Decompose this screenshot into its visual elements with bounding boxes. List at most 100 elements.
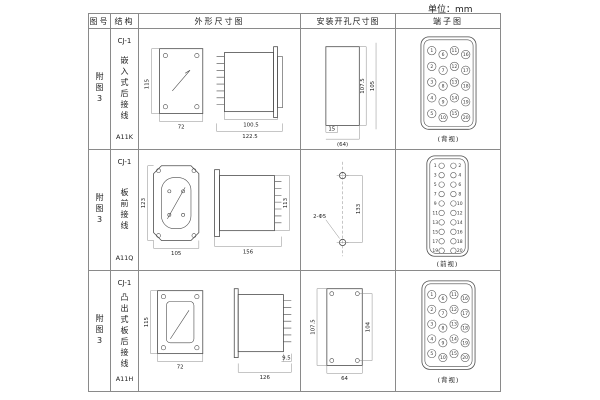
svg-text:15: 15 <box>432 229 438 235</box>
structure-label: 凸出式板后接线 <box>120 292 129 370</box>
figure-no-row3: 附图3 <box>89 271 111 392</box>
outline-drawing-a11q: 123 105 156 113 <box>141 165 290 257</box>
outline-drawing-a11k: 115 72 100.5 122.5 <box>145 46 283 140</box>
svg-text:7: 7 <box>441 311 444 317</box>
dim-hole-spacing: 133 <box>356 204 362 214</box>
outline-cell-row1: 115 72 100.5 122.5 <box>139 29 301 150</box>
svg-text:16: 16 <box>463 52 469 58</box>
svg-text:2: 2 <box>430 307 433 313</box>
svg-text:16: 16 <box>462 296 468 302</box>
terminal-view-label: (背视) <box>438 375 460 384</box>
svg-text:4: 4 <box>458 173 461 179</box>
model-label: CJ-1 <box>117 279 132 287</box>
dim-total-depth: 126 <box>260 375 271 381</box>
terminal-view-label: (背视) <box>438 134 460 143</box>
svg-text:14: 14 <box>452 95 458 101</box>
type-code: A11K <box>116 133 133 141</box>
svg-text:2: 2 <box>430 64 433 70</box>
svg-text:20: 20 <box>462 355 468 361</box>
svg-text:10: 10 <box>440 115 446 121</box>
svg-text:1: 1 <box>430 48 433 54</box>
svg-text:1: 1 <box>434 163 437 169</box>
svg-text:9: 9 <box>442 99 445 105</box>
svg-text:14: 14 <box>451 336 457 342</box>
outline-cell-row3: 115 72 9.5 126 <box>139 271 301 392</box>
svg-text:10: 10 <box>457 201 463 207</box>
dim-overall-height: 105 <box>370 81 376 91</box>
svg-text:12: 12 <box>451 307 457 313</box>
svg-text:17: 17 <box>432 239 438 245</box>
dim-depth: 156 <box>243 249 254 255</box>
install-cell-row1: 107.5 105 15 (64) <box>301 29 396 150</box>
svg-text:17: 17 <box>463 68 469 74</box>
install-cell-row2: 2-Φ5 133 <box>301 150 396 271</box>
dim-front-height: 123 <box>141 198 147 208</box>
svg-text:1: 1 <box>430 292 433 298</box>
svg-text:11: 11 <box>451 292 457 298</box>
dim-hole-spacing-v: 104 <box>366 321 372 332</box>
dim-front-height: 115 <box>144 317 150 327</box>
dim-cutout-height: 107.5 <box>360 78 366 93</box>
svg-text:8: 8 <box>442 84 445 90</box>
structure-label: 嵌入式后接线 <box>120 56 129 122</box>
outline-drawing-a11h: 115 72 9.5 126 <box>144 288 292 381</box>
header-install-dims: 安装开孔尺寸图 <box>301 14 396 29</box>
svg-text:14: 14 <box>457 220 463 226</box>
type-code: A11Q <box>115 254 134 262</box>
svg-text:18: 18 <box>463 84 469 90</box>
unit-label: 单位：mm <box>428 5 473 15</box>
svg-text:9: 9 <box>441 340 444 346</box>
svg-text:18: 18 <box>457 239 463 245</box>
svg-text:8: 8 <box>441 326 444 332</box>
svg-text:13: 13 <box>432 220 438 226</box>
dim-body-depth: 100.5 <box>243 122 258 128</box>
install-drawing-a11h: 107.5 104 64 <box>311 288 373 382</box>
dim-front-height: 115 <box>145 79 151 89</box>
figure-no-label: 附图3 <box>95 193 104 227</box>
svg-text:7: 7 <box>434 192 437 198</box>
figure-no-label: 附图3 <box>95 72 104 106</box>
svg-text:5: 5 <box>434 182 437 188</box>
header-figure-no: 图号 <box>89 14 111 29</box>
svg-text:11: 11 <box>432 210 438 216</box>
svg-text:5: 5 <box>430 111 433 117</box>
svg-text:18: 18 <box>462 326 468 332</box>
svg-text:3: 3 <box>430 80 433 86</box>
terminal-view-label: (前视) <box>437 259 459 268</box>
svg-text:19: 19 <box>463 99 469 105</box>
dim-width: 64 <box>341 376 348 382</box>
outline-cell-row2: 123 105 156 113 <box>139 150 301 271</box>
svg-text:16: 16 <box>457 229 463 235</box>
header-outline-dims: 外形尺寸图 <box>139 14 301 29</box>
dim-cutout-height: 107.5 <box>311 319 317 334</box>
svg-text:20: 20 <box>463 115 469 121</box>
structure-label: 板前接线 <box>120 188 129 232</box>
structure-row3: CJ-1 凸出式板后接线 A11H <box>111 271 139 392</box>
svg-text:19: 19 <box>462 340 468 346</box>
dim-pin-length: 9.5 <box>282 356 291 362</box>
install-drawing-a11q: 2-Φ5 133 <box>313 161 363 257</box>
header-structure: 结构 <box>111 14 139 29</box>
svg-text:15: 15 <box>451 351 457 357</box>
dim-cutout-width: (64) <box>337 142 348 148</box>
dim-side-height: 113 <box>283 198 289 208</box>
dim-total-depth: 122.5 <box>242 134 257 140</box>
figure-no-label: 附图3 <box>95 314 104 348</box>
type-code: A11H <box>115 375 134 383</box>
svg-text:13: 13 <box>452 80 458 86</box>
svg-text:10: 10 <box>440 355 446 361</box>
structure-row1: CJ-1 嵌入式后接线 A11K <box>111 29 139 150</box>
svg-text:8: 8 <box>458 192 461 198</box>
model-label: CJ-1 <box>117 158 132 166</box>
dim-offset: 15 <box>328 126 335 132</box>
svg-text:4: 4 <box>430 95 433 101</box>
dim-front-width: 72 <box>177 364 184 370</box>
svg-text:6: 6 <box>441 296 444 302</box>
